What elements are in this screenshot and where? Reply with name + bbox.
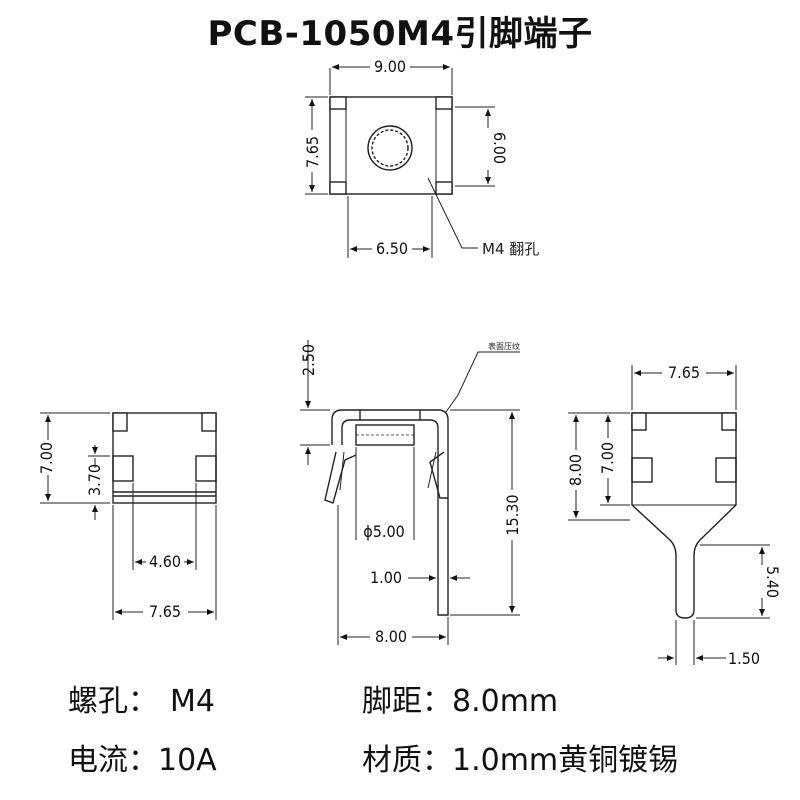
spec-label: 脚距： xyxy=(362,684,452,719)
right-width-label: 7.65 xyxy=(668,363,700,382)
spec-label: 螺孔： xyxy=(68,684,158,719)
front-view xyxy=(40,412,217,620)
spec-pin-pitch: 脚距：8.0mm xyxy=(362,676,558,720)
top-view-outline xyxy=(329,96,453,195)
spec-value: 1.0mm黄铜镀锡 xyxy=(452,743,679,778)
side-view xyxy=(300,340,520,645)
side-top-height-label: 2.50 xyxy=(299,344,318,376)
right-height-label: 8.00 xyxy=(566,454,585,486)
front-view-outline xyxy=(112,412,217,504)
pin-length-label: 5.40 xyxy=(763,566,782,598)
m4-hole xyxy=(367,125,413,171)
page-title: PCB-1050M4引脚端子 xyxy=(207,14,593,54)
right-view xyxy=(568,365,770,665)
spec-current: 电流：10A xyxy=(68,735,217,779)
pin-width-label: 1.50 xyxy=(728,649,760,668)
spec-screw-hole: 螺孔： M4 xyxy=(68,676,215,720)
front-height-label: 7.00 xyxy=(37,442,56,474)
pin-pitch-label: 8.00 xyxy=(375,627,407,646)
top-offset-label: 6.50 xyxy=(376,239,408,258)
spec-label: 电流： xyxy=(68,743,158,778)
spec-value: 10A xyxy=(158,743,217,778)
top-height-label: 7.65 xyxy=(303,136,322,168)
spec-material: 材质：1.0mm黄铜镀锡 xyxy=(362,735,678,779)
right-inner-height-label: 7.00 xyxy=(598,442,617,474)
total-height-label: 15.30 xyxy=(503,494,522,535)
front-width-label: 7.65 xyxy=(149,602,181,621)
thickness-label: 1.00 xyxy=(370,568,402,587)
right-view-outline xyxy=(631,412,737,619)
hole-callout: M4 翻孔 xyxy=(482,240,539,258)
top-hole-span-label: 6.00 xyxy=(490,132,509,164)
hole-diameter-label: ϕ5.00 xyxy=(363,522,405,541)
surface-note: 表面压纹 xyxy=(488,341,520,351)
top-width-label: 9.00 xyxy=(374,57,406,76)
top-view xyxy=(305,64,495,258)
front-inner-height-label: 3.70 xyxy=(85,464,104,496)
spec-label: 材质： xyxy=(362,743,452,778)
front-inner-width-label: 4.60 xyxy=(149,552,181,571)
spec-value: M4 xyxy=(170,684,215,719)
spec-value: 8.0mm xyxy=(452,684,559,719)
